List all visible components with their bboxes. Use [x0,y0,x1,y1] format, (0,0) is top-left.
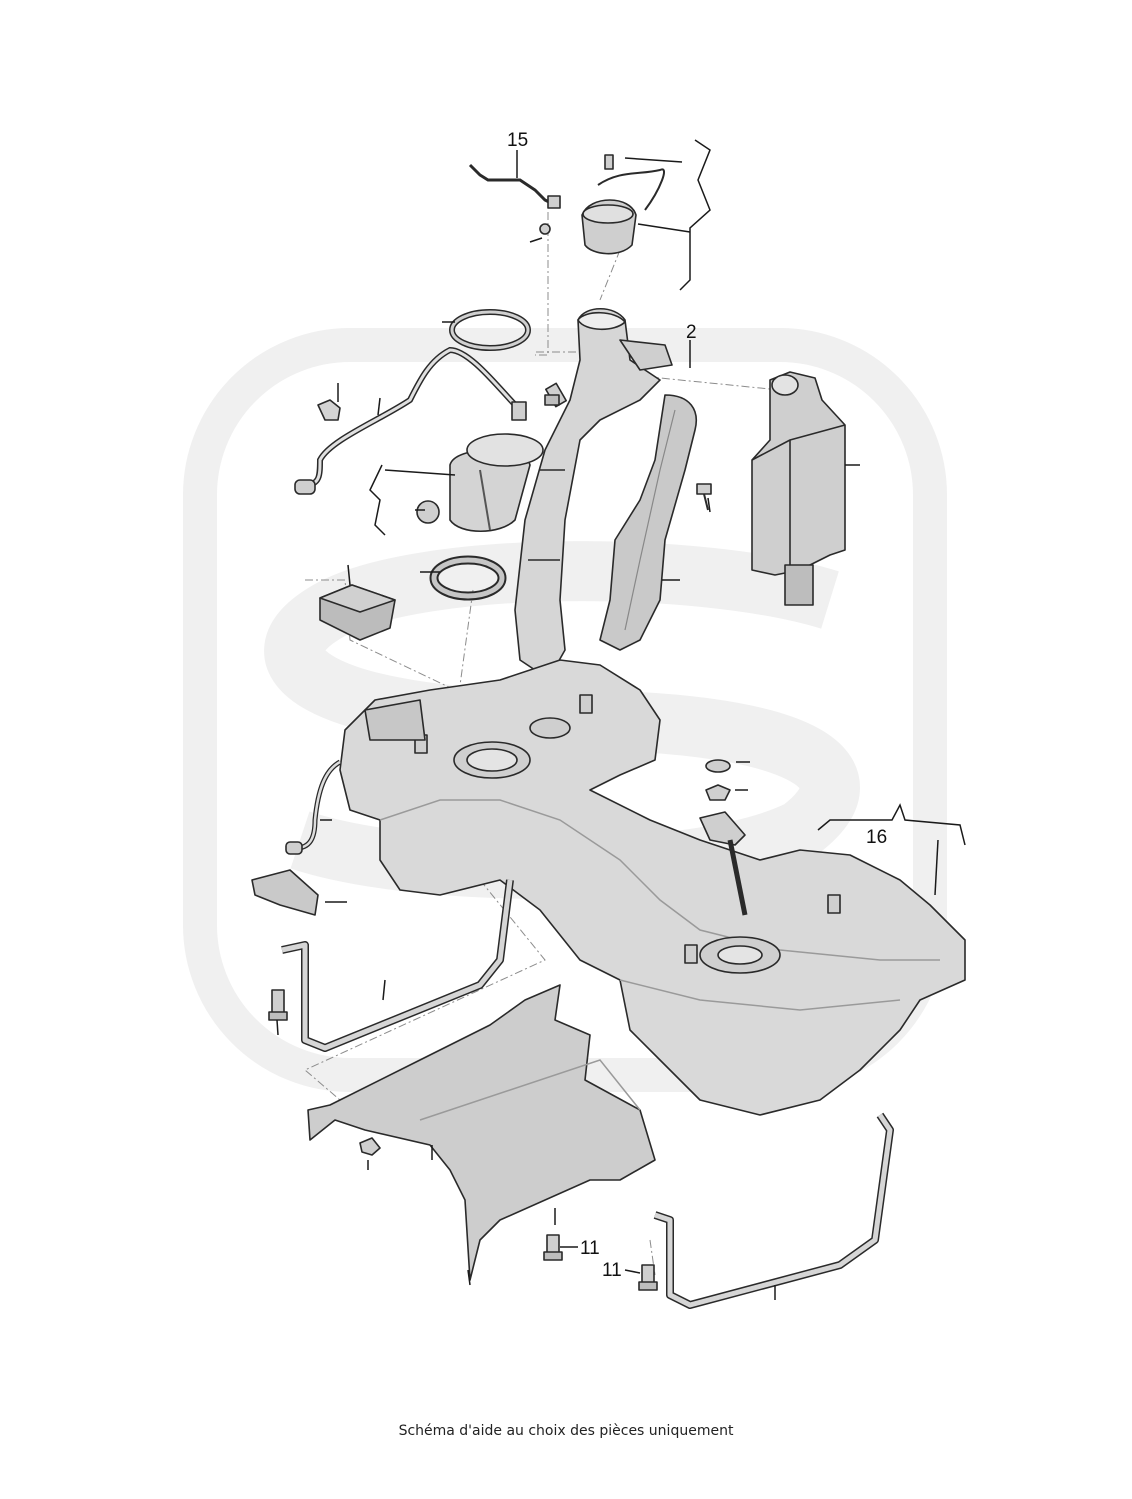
fuel-supply-line [294,346,527,495]
tank-mount-plate [699,811,748,916]
shield-screw [696,483,712,511]
callout-16: 16 [866,827,887,848]
tank-return-line [285,759,342,855]
grommet-and-nut [705,759,731,801]
fuel-pump-sender-unit [416,433,544,532]
tank-vent-sensor [581,154,665,255]
sender-seal-ring-upper [449,309,531,351]
bolt-11-strap [638,1264,658,1291]
diagram-disclaimer-caption: Schéma d'aide au choix des pièces unique… [398,1423,734,1439]
underbody-heat-shield [307,984,656,1281]
strap-bolt-left [268,989,288,1021]
sender-wiring-harness [468,163,561,235]
callout-11-shield-bolt: 11 [580,1238,600,1259]
filler-neck-heat-shield [599,394,697,651]
leader-lines [276,139,966,1300]
callout-2: 2 [686,322,697,343]
charcoal-canister [751,371,846,606]
fuel-pump-control-unit [319,584,396,641]
callout-11-strap-bolt: 11 [602,1260,622,1281]
fuel-tank [339,659,966,1116]
callout-15: 15 [507,130,528,151]
filler-bolt [544,382,567,408]
sender-locking-ring [429,555,507,601]
line-clip [317,399,341,421]
heat-shield-nut [359,1137,381,1156]
tank-strap-left [281,879,514,1052]
filler-neck [514,308,673,681]
tank-strap-right [653,1112,894,1309]
bolt-11-shield [543,1234,563,1261]
line-holder-bracket [251,869,319,916]
